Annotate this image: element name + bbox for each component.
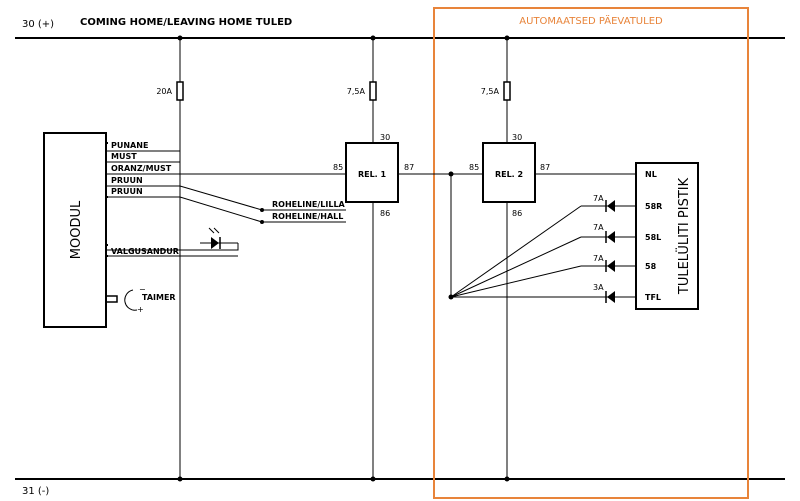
relay1-box [345, 142, 399, 203]
relay1-pin-87: 87 [404, 163, 414, 172]
relay2-label: REL. 2 [495, 170, 523, 179]
connector-pin-tfl: TFL [645, 293, 661, 302]
auto-section-frame [433, 7, 749, 499]
diagram-title: COMING HOME/LEAVING HOME TULED [80, 17, 292, 28]
diode-58r [607, 200, 615, 212]
relay2-box [482, 142, 536, 203]
relay2-pin-30: 30 [512, 133, 522, 142]
wire-pruun-2 [106, 196, 263, 223]
junction-dot [504, 476, 510, 482]
wire-label-pruun-1: PRUUN [111, 176, 143, 185]
light-ray-icon [213, 227, 220, 234]
diode-58r-rating: 7A [593, 194, 604, 203]
relay1-label: REL. 1 [358, 170, 387, 179]
fuse-20a-label: 20A [156, 87, 172, 96]
connector-pin-58: 58 [645, 262, 657, 271]
light-ray-icon [208, 227, 215, 234]
junction-dot [370, 476, 376, 482]
diode-tfl [607, 291, 615, 303]
junction-dot [177, 476, 183, 482]
diode-58-rating: 7A [593, 254, 604, 263]
switch-wire-label-hall: ROHELINE/HALL [272, 212, 343, 221]
relay1-pin-85: 85 [333, 163, 343, 172]
relay2-pin-87: 87 [540, 163, 550, 172]
switch-wire-label-lilla: ROHELINE/LILLA [272, 200, 346, 209]
fanout-wire-58l [450, 236, 582, 298]
wire-label-oranz-must: ORANZ/MUST [111, 164, 172, 173]
diode-tfl-rating: 3A [593, 283, 604, 292]
connector-pin-nl: NL [645, 170, 657, 179]
connector-pin-58l: 58L [645, 233, 661, 242]
fuse-relay2 [503, 81, 511, 101]
module-label: MOODUL [69, 200, 84, 259]
fuse-relay1 [369, 81, 377, 101]
fanout-wire-58 [450, 265, 582, 298]
diode-58l-rating: 7A [593, 223, 604, 232]
negative-rail-label: 31 (-) [22, 486, 49, 497]
fuse-20a [176, 81, 184, 101]
timer-potentiometer [105, 295, 118, 303]
auto-section-label: AUTOMAATSED PÄEVATULED [519, 14, 663, 27]
timer-plus: + [137, 305, 144, 314]
connector-pin-58r: 58R [645, 202, 662, 211]
wire-label-punane: PUNANE [111, 141, 148, 150]
timer-minus: − [139, 285, 146, 294]
relay1-pin-30: 30 [380, 133, 390, 142]
wire-label-pruun-2: PRUUN [111, 187, 143, 196]
light-sensor-label: VALGUSANDUR [111, 247, 179, 256]
connector-label: TULELÜLITI PISTIK [675, 177, 692, 295]
diode-58 [607, 260, 615, 272]
light-sensor-diode [211, 237, 219, 249]
fuse-relay2-label: 7,5A [481, 87, 500, 96]
wire-pruun-1 [106, 185, 263, 211]
relay2-pin-86: 86 [512, 209, 522, 218]
timer-adjust-icon [124, 289, 138, 311]
fuse-relay1-label: 7,5A [347, 87, 366, 96]
junction-dot [177, 35, 183, 41]
junction-dot [370, 35, 376, 41]
connector-box [635, 162, 699, 310]
junction-dot [504, 35, 510, 41]
relay2-pin-85: 85 [469, 163, 479, 172]
relay1-pin-86: 86 [380, 209, 390, 218]
timer-label: TAIMER [142, 293, 176, 302]
module-box [43, 132, 107, 328]
diode-58l [607, 231, 615, 243]
wire-label-must: MUST [111, 152, 137, 161]
light-sensor-wire [106, 243, 239, 251]
fanout-wire-58r [450, 205, 582, 298]
positive-rail-label: 30 (+) [22, 19, 54, 30]
